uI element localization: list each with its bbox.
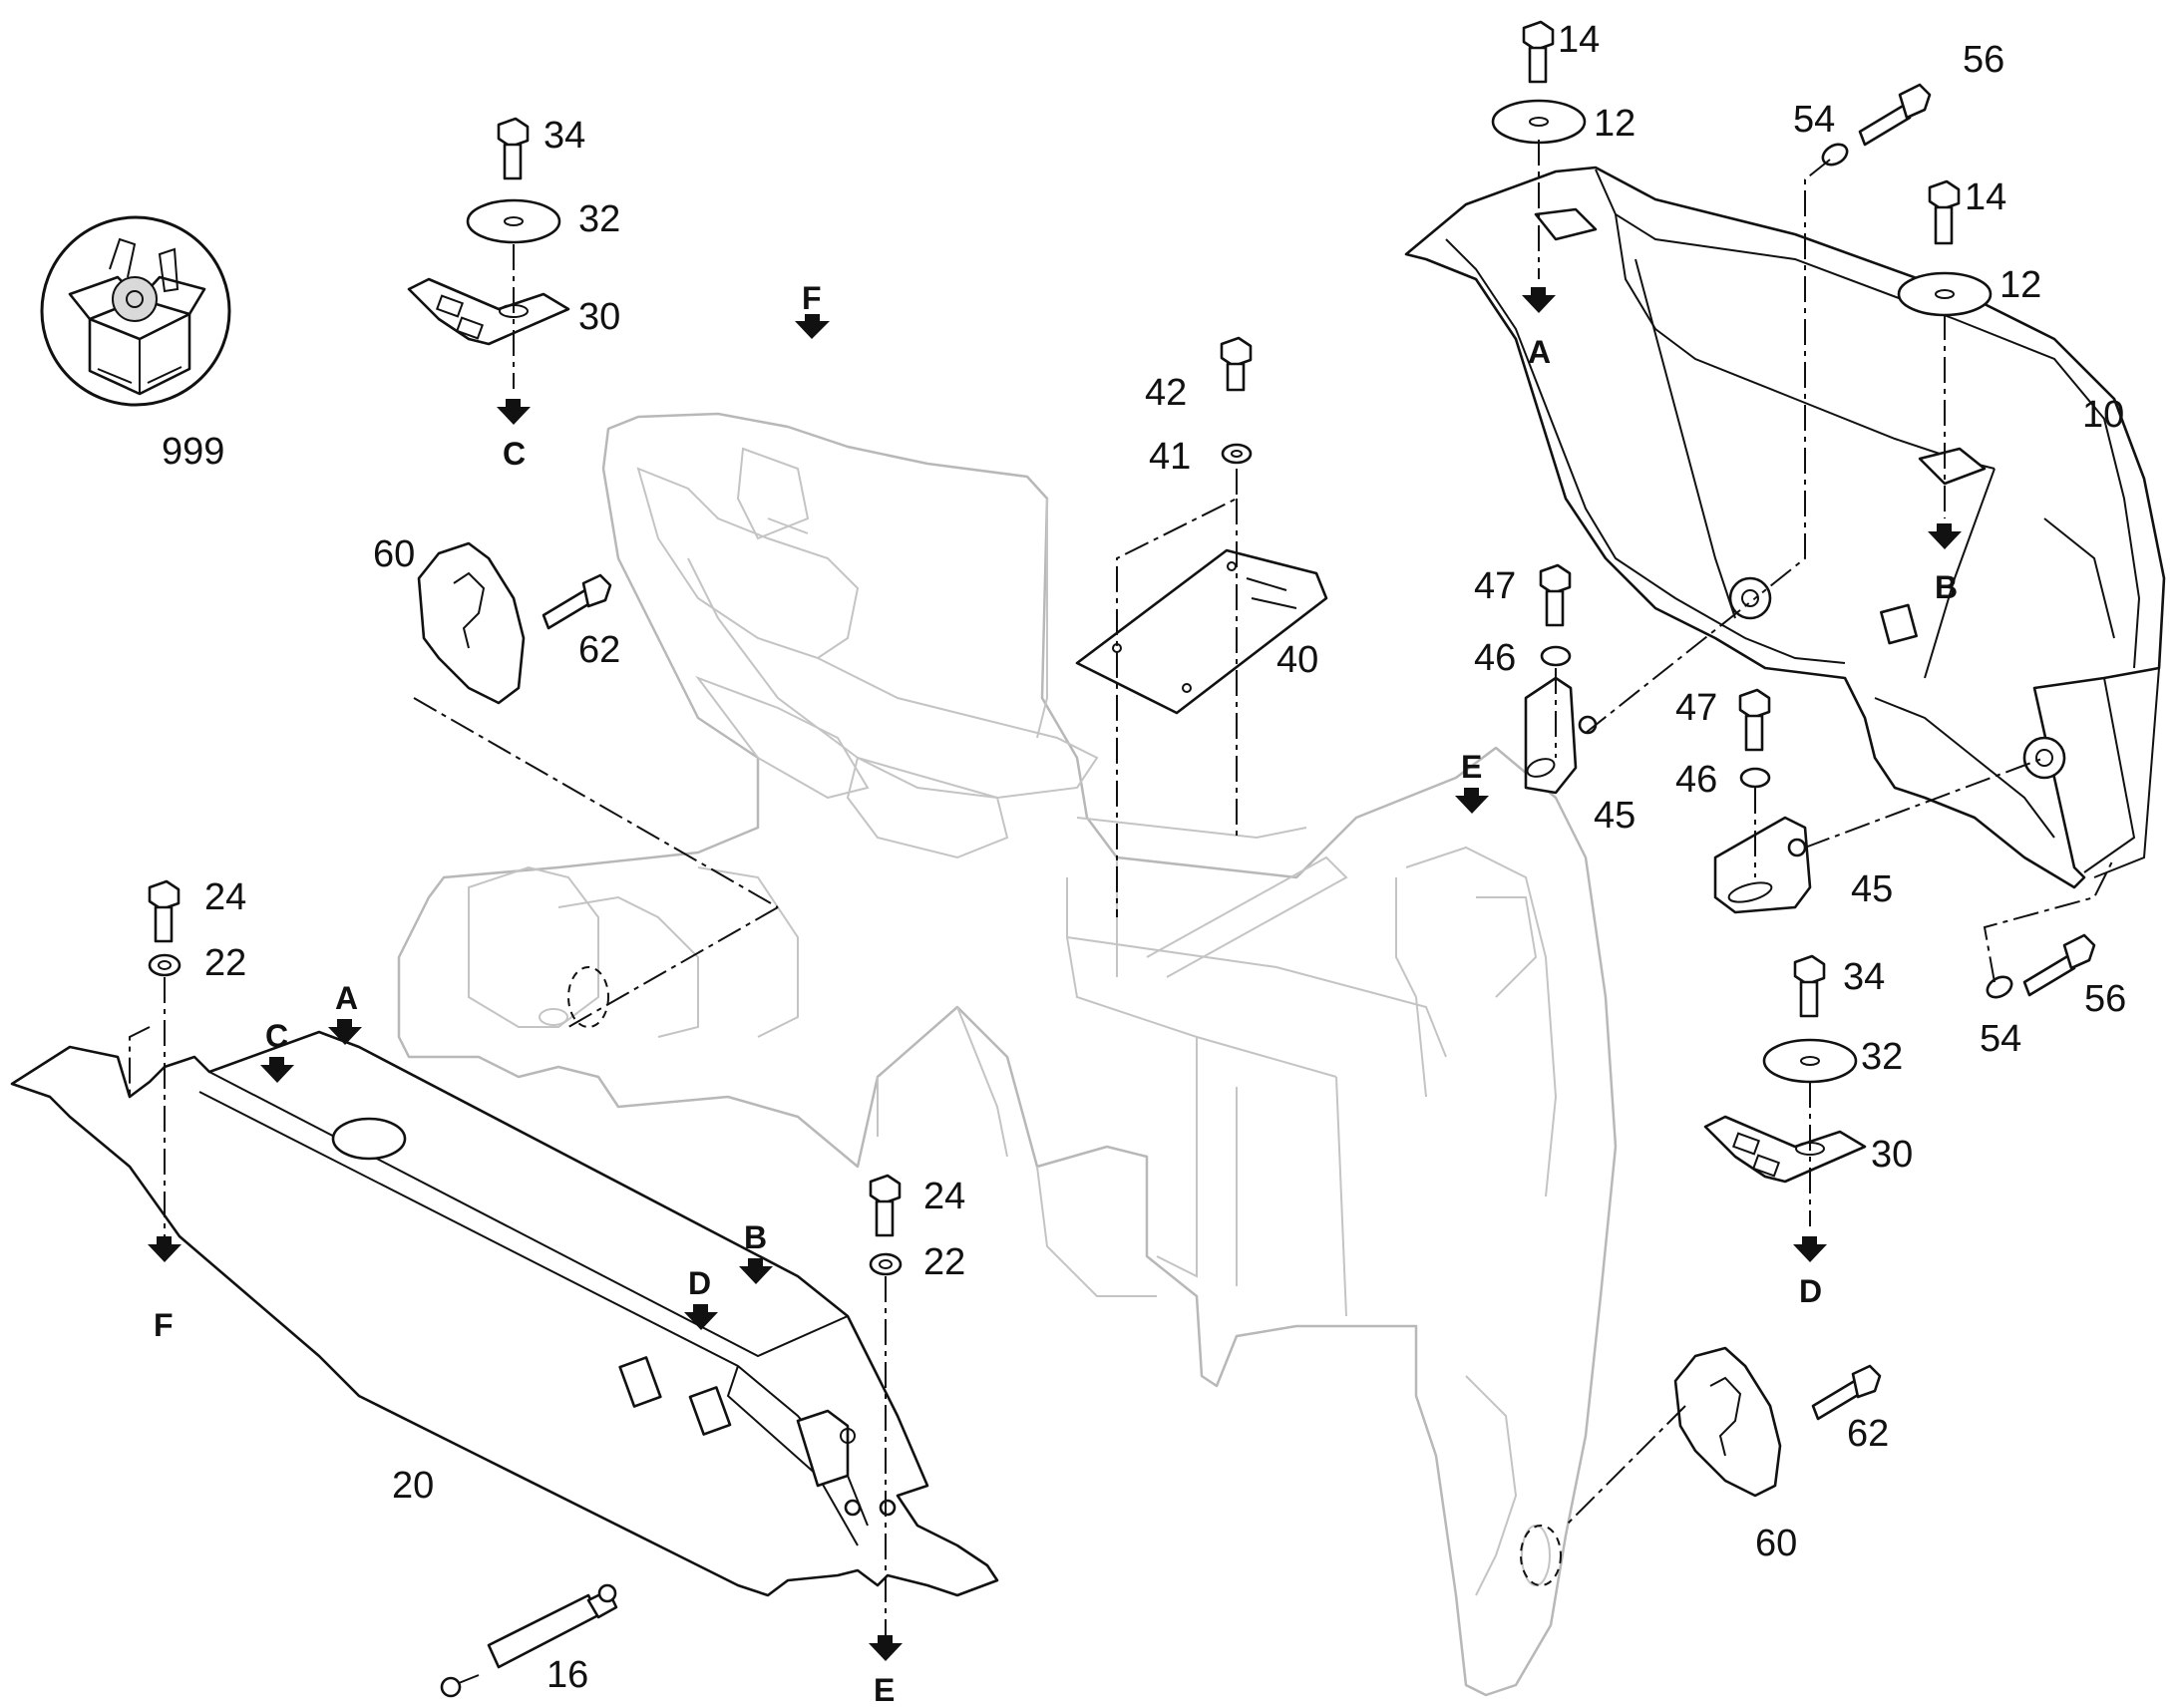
ref-B-panel: B: [744, 1219, 767, 1255]
label-62-left: 62: [578, 629, 620, 671]
label-60-left: 60: [373, 533, 415, 575]
ref-F-bottom: F: [154, 1307, 174, 1343]
part-number-labels: 14 12 56 54 14 12 10 34 32 30 999 42 41 …: [162, 19, 2126, 1696]
bracket-30-left: [407, 277, 570, 346]
label-24-left: 24: [204, 876, 246, 918]
label-32-left: 32: [578, 198, 620, 240]
label-34-right: 34: [1843, 956, 1885, 998]
label-41: 41: [1149, 436, 1191, 478]
label-999: 999: [162, 431, 224, 473]
label-14-top: 14: [1558, 19, 1600, 61]
label-45-b: 45: [1851, 868, 1893, 910]
label-54-bottom: 54: [1980, 1018, 2021, 1060]
assembly-lines: [129, 140, 2115, 1635]
spare-parts-kit-icon: [40, 215, 231, 407]
label-10: 10: [2082, 394, 2124, 436]
label-34-left: 34: [544, 115, 585, 157]
plate-40: [1075, 548, 1328, 715]
ref-F-top: F: [802, 280, 822, 316]
label-12-top: 12: [1594, 103, 1635, 145]
label-47-b: 47: [1675, 687, 1717, 729]
ref-C-left: C: [503, 436, 526, 472]
label-30-left: 30: [578, 296, 620, 338]
label-22-left: 22: [204, 942, 246, 984]
label-42: 42: [1145, 372, 1187, 414]
label-45-a: 45: [1594, 795, 1635, 837]
label-62-right: 62: [1847, 1413, 1889, 1455]
ref-A-panel: A: [335, 980, 358, 1016]
label-24-right: 24: [923, 1176, 965, 1217]
label-56-top: 56: [1963, 39, 2004, 81]
machine-frame: [397, 412, 1618, 1697]
label-30-right: 30: [1871, 1134, 1913, 1176]
label-16: 16: [546, 1654, 588, 1696]
ref-A-top: A: [1528, 334, 1551, 370]
panel-20: [10, 1030, 999, 1597]
label-46-b: 46: [1675, 759, 1717, 801]
ref-E-bottom: E: [874, 1672, 895, 1708]
bracket-30-right: [1703, 1115, 1867, 1184]
label-32-right: 32: [1861, 1036, 1903, 1078]
ref-E-top: E: [1461, 749, 1482, 785]
bracket-45-a: [1524, 676, 1598, 795]
label-22-right: 22: [923, 1241, 965, 1283]
label-12-right: 12: [1999, 264, 2041, 306]
label-14-right: 14: [1965, 176, 2006, 218]
hook-60-left: [417, 541, 526, 705]
label-40: 40: [1276, 639, 1318, 681]
ref-D-right: D: [1799, 1273, 1822, 1309]
label-56-bottom: 56: [2084, 978, 2126, 1020]
gas-strut-16: [440, 1583, 618, 1698]
label-60-right: 60: [1755, 1523, 1797, 1564]
hook-60-right: [1673, 1346, 1782, 1498]
label-46-a: 46: [1474, 637, 1516, 679]
label-20: 20: [392, 1465, 434, 1507]
label-47-a: 47: [1474, 565, 1516, 607]
bracket-45-b: [1713, 816, 1812, 914]
reference-arrows: [148, 287, 1962, 1661]
reference-letter-labels: F A B C E D F E A C B D: [154, 280, 1958, 1708]
ref-B-right: B: [1935, 569, 1958, 605]
ref-C-panel: C: [265, 1018, 288, 1054]
label-54-top: 54: [1793, 99, 1835, 141]
ref-D-panel: D: [688, 1265, 711, 1301]
